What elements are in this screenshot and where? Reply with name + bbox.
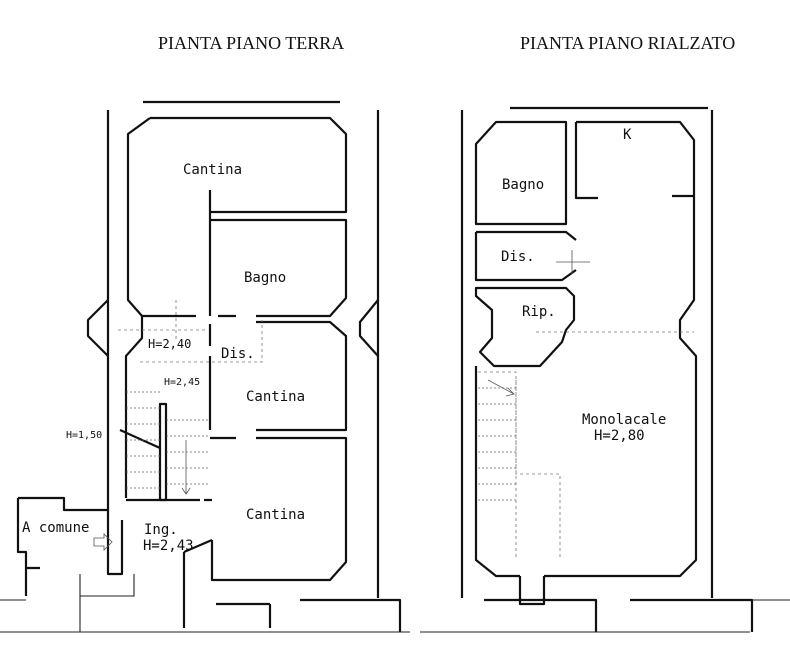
height-label-245: H=2,45	[164, 377, 200, 388]
comune-walls	[16, 496, 108, 596]
room-label-dis: Dis.	[221, 346, 255, 362]
room-label-cantina-top: Cantina	[183, 162, 242, 178]
stair-enclosure	[124, 378, 168, 502]
front-bottom-walls	[182, 596, 402, 632]
raised-stairs	[478, 387, 516, 501]
cantina-mid-walls	[208, 320, 348, 432]
raised-window-opening	[518, 576, 546, 606]
raised-floor-plan: K Bagno Dis. Rip. Monolacale H=2,80	[420, 106, 790, 633]
bagno-walls	[208, 190, 348, 318]
room-label-monolocale: Monolacale	[582, 412, 666, 428]
right-pillar	[358, 299, 379, 357]
ground-dashed-lines	[118, 300, 263, 363]
cantina-top-walls	[126, 116, 348, 317]
room-label-cantina-mid: Cantina	[246, 389, 305, 405]
height-label-150: H=1,50	[66, 430, 102, 441]
ground-floor-plan: Cantina Bagno Dis. Cantina Cantina H=2,4…	[0, 100, 410, 633]
room-label-cantina-bottom: Cantina	[246, 507, 305, 523]
monolocale-height: H=2,80	[594, 428, 645, 444]
raised-room-label-bagno: Bagno	[502, 177, 544, 193]
raised-bagno-walls	[474, 120, 568, 226]
room-label-k: K	[623, 127, 632, 143]
raised-dashed-lines	[478, 331, 694, 560]
room-label-rip: Rip.	[522, 304, 556, 320]
ingresso-height: H=2,43	[143, 538, 194, 554]
monolocale-right-walls	[544, 196, 698, 578]
left-pillar	[86, 299, 109, 357]
monolocale-left-walls	[474, 366, 520, 578]
front-step	[79, 574, 135, 632]
raised-dis-walls	[474, 230, 577, 282]
kitchen-walls	[574, 120, 696, 200]
stair-arrow	[181, 440, 191, 495]
room-label-comune: A comune	[22, 520, 89, 536]
raised-floor-title: PIANTA PIANO RIALZATO	[520, 33, 735, 53]
room-label-bagno: Bagno	[244, 270, 286, 286]
raised-stair-arrow	[487, 379, 515, 397]
raised-dis-cross	[556, 250, 590, 274]
height-label-240: H=2,40	[148, 337, 191, 351]
ground-stairs	[126, 391, 208, 489]
ground-floor-title: PIANTA PIANO TERRA	[158, 33, 344, 53]
stair-cut-line	[119, 428, 161, 450]
rip-walls	[474, 286, 576, 368]
cantina-bottom-walls	[210, 436, 348, 582]
dis-walls	[124, 314, 236, 378]
raised-room-label-dis: Dis.	[501, 249, 535, 265]
entry-arrow-icon	[93, 533, 113, 551]
room-label-ingresso: Ing.	[144, 522, 178, 538]
ingresso-walls	[106, 498, 213, 596]
